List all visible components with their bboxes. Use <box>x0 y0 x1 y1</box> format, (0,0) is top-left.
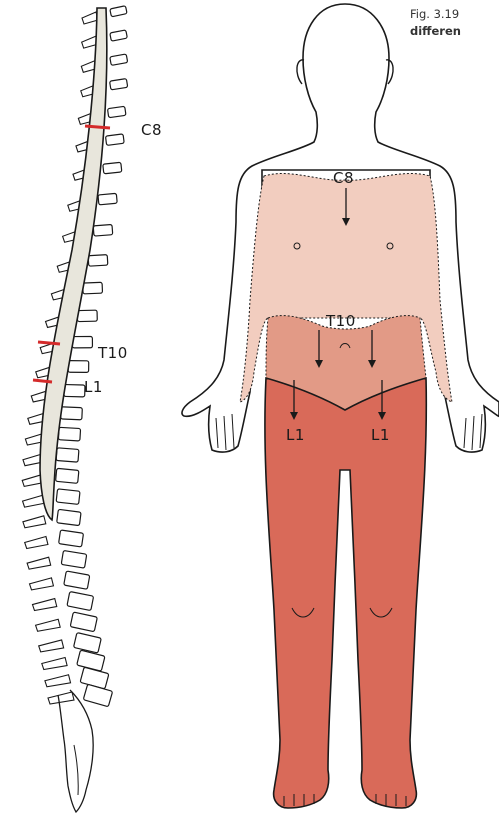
spinous-process <box>82 12 98 24</box>
body-illustration: C8 T10 L1 L1 <box>182 4 499 808</box>
spinous-process <box>45 675 71 687</box>
vertebra-body <box>68 361 89 373</box>
vertebra-body <box>74 633 102 653</box>
vertebra-body <box>64 571 90 589</box>
figure-caption: Fig. 3.19 differen <box>410 6 499 40</box>
vertebra-body <box>107 106 126 117</box>
vertebra-body <box>61 550 87 568</box>
spinous-process <box>27 557 51 569</box>
vertebra-body <box>67 592 94 611</box>
t10-level-marker <box>38 342 60 344</box>
vertebra-body <box>110 30 128 41</box>
vertebra-body <box>110 6 127 17</box>
vertebra-body <box>103 162 122 174</box>
vertebra-body <box>64 385 85 397</box>
vertebra-body <box>58 427 80 441</box>
body-label-l1-right: L1 <box>371 426 390 444</box>
spine-label-t10: T10 <box>97 344 128 362</box>
vertebra-body <box>70 612 97 632</box>
body-label-c8: C8 <box>333 169 354 187</box>
vertebra-body <box>93 224 113 236</box>
vertebra-body <box>83 282 103 294</box>
spinous-process <box>48 692 74 704</box>
vertebra-body <box>56 448 79 462</box>
vertebra-body <box>98 193 117 205</box>
body-label-t10: T10 <box>325 312 356 330</box>
spine-label-l1: L1 <box>84 378 103 396</box>
caption-line-1: Fig. 3.19 <box>410 6 499 23</box>
spinous-process <box>23 516 46 528</box>
vertebra-body <box>110 54 128 65</box>
caption-line-2: differen <box>410 23 499 40</box>
vertebra-body <box>56 489 80 505</box>
c8-level-marker <box>85 126 110 128</box>
vertebra-body <box>110 79 128 90</box>
spine-illustration: C8 T10 L1 <box>22 6 162 812</box>
l1-level-marker <box>33 380 52 382</box>
body-label-l1-left: L1 <box>286 426 305 444</box>
spinous-process <box>32 599 56 611</box>
spinous-process <box>42 658 67 670</box>
vertebra-body <box>83 684 112 707</box>
vertebra-body <box>88 255 108 267</box>
spine-label-c8: C8 <box>141 121 162 139</box>
vertebra-body <box>57 509 81 525</box>
vertebra-body <box>105 134 124 146</box>
spinous-process <box>36 619 61 631</box>
vertebra-body <box>72 336 92 347</box>
spinous-process <box>39 640 64 652</box>
vertebra-body <box>61 407 83 420</box>
spinous-process <box>25 536 48 548</box>
vertebra-body <box>77 310 97 321</box>
vertebra-body <box>59 530 84 547</box>
spinous-process <box>30 578 54 590</box>
vertebra-body <box>77 650 105 671</box>
vertebra-body <box>56 468 79 483</box>
